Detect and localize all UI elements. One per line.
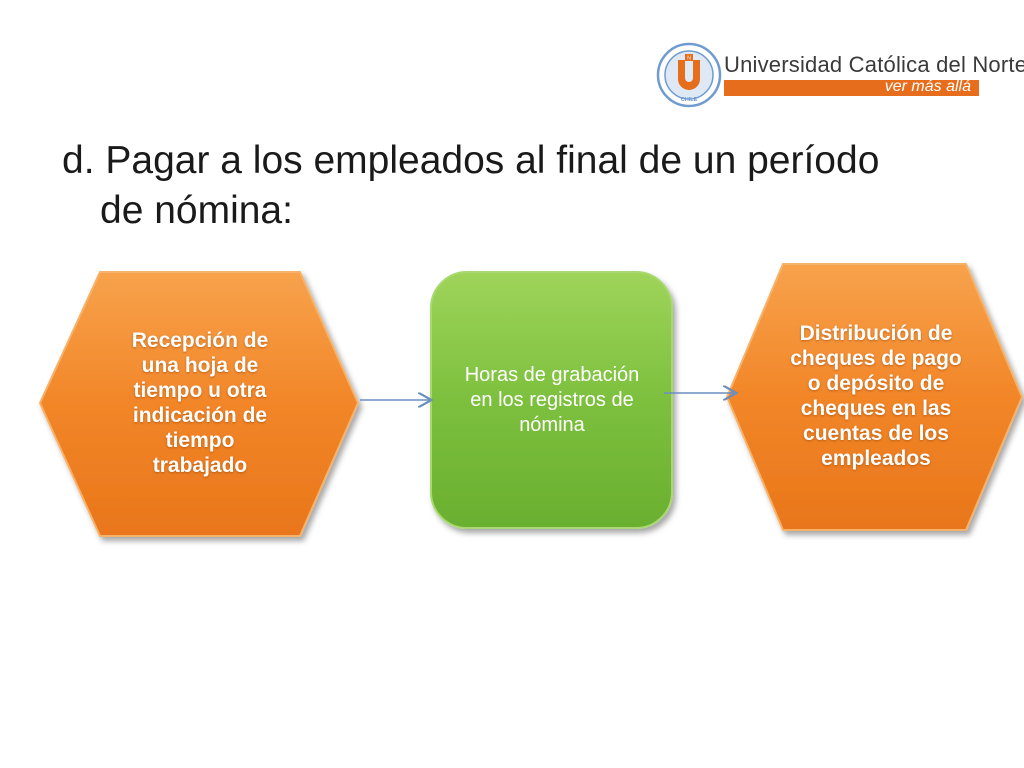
- step-1-label: Recepción de una hoja de tiempo u otra i…: [131, 328, 269, 477]
- university-name: Universidad Católica del Norte: [724, 52, 1024, 77]
- university-logo: N CHILE Universidad Católica del Norte v…: [656, 42, 1024, 112]
- tagline: ver más allá: [884, 78, 971, 95]
- university-seal-icon: N CHILE: [656, 42, 722, 108]
- title-line-2: de nómina:: [100, 189, 293, 232]
- step-3-label: Distribución de cheques de pago o depósi…: [790, 322, 962, 470]
- seal-caption: CHILE: [681, 97, 698, 103]
- step-2-label: Horas de grabación en los registros de n…: [464, 363, 640, 436]
- tagline-bar: ver más allá: [724, 78, 979, 96]
- svg-text:N: N: [687, 56, 691, 62]
- step-1-hexagon: [38, 271, 360, 537]
- title-line-1: d. Pagar a los empleados al final de un …: [62, 139, 880, 182]
- slide-title: d. Pagar a los empleados al final de un …: [62, 136, 962, 236]
